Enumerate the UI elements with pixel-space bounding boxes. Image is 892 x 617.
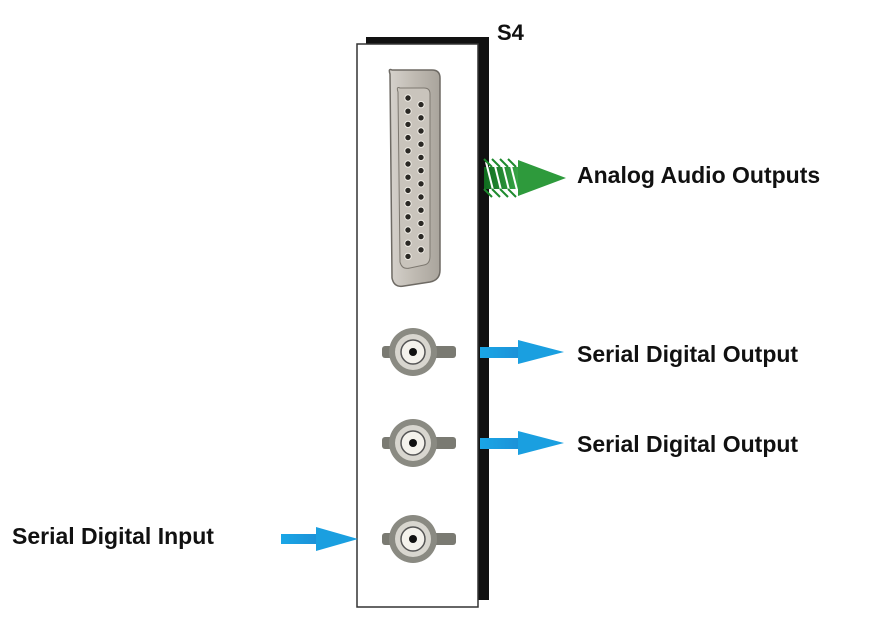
arrow-shaft — [281, 534, 321, 544]
db25-pin — [404, 252, 412, 261]
analog-audio-arrow — [483, 158, 566, 198]
db25-pin — [417, 140, 425, 148]
db25-pin — [417, 100, 425, 109]
serial-output-arrow-1 — [480, 340, 564, 364]
db25-pin — [404, 226, 412, 234]
db25-pin — [417, 232, 425, 241]
bnc-center-pin — [409, 439, 417, 447]
db25-pin — [417, 193, 425, 201]
arrow-hatch-edges — [483, 158, 517, 198]
serial-output-arrow-2 — [480, 431, 564, 455]
arrow-shaft — [480, 438, 524, 449]
bnc-connector-input — [382, 515, 456, 563]
db25-pin — [404, 133, 412, 142]
db25-pin — [417, 127, 425, 135]
arrow-shaft — [484, 167, 520, 189]
bnc-connector-output-1 — [382, 328, 456, 376]
arrow-head — [518, 431, 564, 455]
analog-audio-outputs-label: Analog Audio Outputs — [577, 162, 821, 188]
db25-pin — [404, 120, 412, 129]
db25-insert — [396, 87, 431, 269]
db25-pin — [404, 213, 412, 221]
db25-pin — [404, 94, 412, 102]
db25-pin — [417, 153, 425, 162]
bnc-center-pin — [409, 535, 417, 543]
serial-digital-input-label: Serial Digital Input — [12, 523, 214, 549]
serial-digital-output-label-2: Serial Digital Output — [577, 431, 799, 457]
db25-pin — [417, 180, 425, 188]
db25-pins — [404, 94, 425, 261]
serial-digital-output-label-1: Serial Digital Output — [577, 341, 799, 367]
db25-pin — [404, 107, 412, 115]
db25-pin — [404, 239, 412, 247]
db25-pin — [417, 166, 425, 175]
serial-input-arrow — [281, 527, 358, 551]
db25-pin — [404, 147, 412, 155]
arrow-head — [316, 527, 358, 551]
db25-pin — [404, 160, 412, 168]
bnc-center-pin — [409, 348, 417, 356]
db25-pin — [417, 114, 425, 122]
db25-pin — [404, 199, 412, 208]
db25-connector — [388, 68, 441, 288]
arrow-shaft — [480, 347, 524, 358]
db25-pin — [404, 173, 412, 181]
db25-pin — [417, 219, 425, 228]
db25-pin — [417, 246, 425, 254]
board-label: S4 — [497, 20, 524, 45]
arrow-head — [518, 340, 564, 364]
bnc-connector-output-2 — [382, 419, 456, 467]
db25-pin — [404, 186, 412, 195]
arrow-head — [518, 160, 566, 196]
db25-pin — [417, 206, 425, 214]
